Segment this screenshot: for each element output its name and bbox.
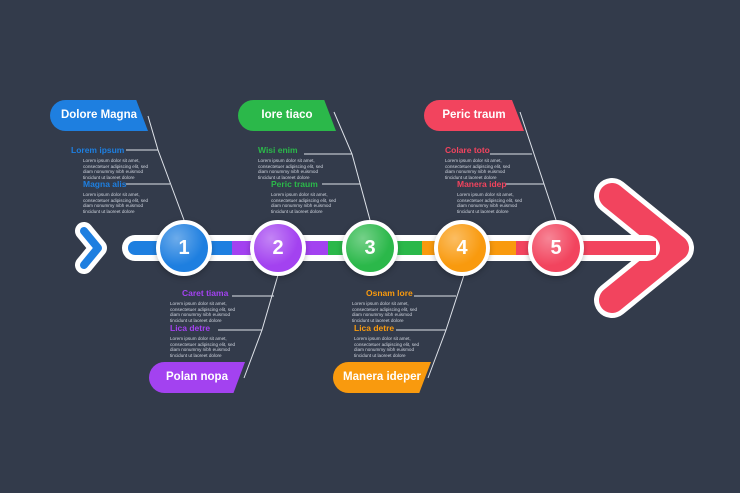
item-description: Lorem ipsum dolor sit amet, consectetuer…	[83, 192, 149, 214]
step-node-4: 4	[434, 220, 490, 276]
step-node-3: 3	[342, 220, 398, 276]
item-label: Peric traum	[271, 179, 318, 189]
item-description: Lorem ipsum dolor sit amet, consectetuer…	[354, 336, 420, 358]
step-node-1: 1	[156, 220, 212, 276]
item-label: Magna alis	[83, 179, 127, 189]
step-node-2: 2	[250, 220, 306, 276]
item-description: Lorem ipsum dolor sit amet, consectetuer…	[271, 192, 337, 214]
group-title-tag: Polan nopa	[149, 362, 245, 393]
bone-line-2	[243, 274, 279, 379]
item-description: Lorem ipsum dolor sit amet, consectetuer…	[457, 192, 523, 214]
bone-line-4	[427, 274, 465, 379]
step-number: 3	[364, 237, 376, 259]
group-title-tag: Manera ideper	[333, 362, 431, 393]
step-number: 2	[272, 237, 284, 259]
item-label: Osnam lore	[366, 288, 413, 298]
item-description: Lorem ipsum dolor sit amet, consectetuer…	[170, 301, 236, 323]
step-node-5: 5	[528, 220, 584, 276]
item-label: Lica detre	[354, 323, 395, 333]
step-number: 5	[550, 237, 562, 259]
step-number: 1	[178, 237, 190, 259]
item-description: Lorem ipsum dolor sit amet, consectetuer…	[170, 336, 236, 358]
item-description: Lorem ipsum dolor sit amet, consectetuer…	[352, 301, 418, 323]
item-label: Colare toto	[445, 145, 490, 155]
item-label: Lica detre	[170, 323, 211, 333]
group-title-tag: Peric traum	[424, 100, 524, 131]
item-description: Lorem ipsum dolor sit amet, consectetuer…	[83, 158, 149, 180]
item-label: Caret tiama	[182, 288, 229, 298]
group-title-tag: Iore tiaco	[238, 100, 336, 131]
item-label: Lorem ipsum	[71, 145, 125, 155]
group-title-tag: Dolore Magna	[50, 100, 148, 131]
item-description: Lorem ipsum dolor sit amet, consectetuer…	[258, 158, 324, 180]
item-label: Wisi enim	[258, 145, 298, 155]
item-description: Lorem ipsum dolor sit amet, consectetuer…	[445, 158, 511, 180]
step-number: 4	[456, 237, 468, 259]
item-label: Manera idep	[457, 179, 507, 189]
